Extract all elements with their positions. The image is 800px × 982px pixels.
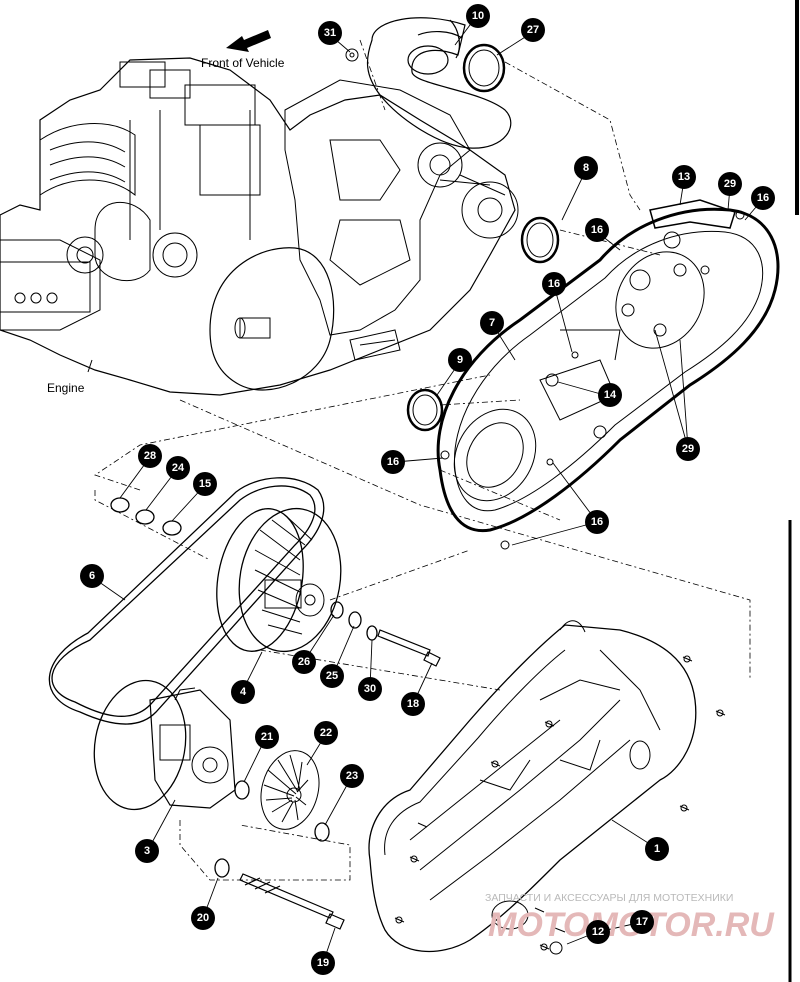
front-of-vehicle-label: Front of Vehicle: [201, 56, 285, 70]
svg-text:24: 24: [172, 462, 185, 474]
svg-text:10: 10: [472, 10, 484, 22]
watermark-caption: ЗАПЧАСТИ И АКСЕССУАРЫ ДЛЯ МОТОТЕХНИКИ: [485, 892, 733, 904]
svg-text:29: 29: [682, 443, 694, 455]
callout-8[interactable]: 8: [574, 156, 598, 180]
callout-16-left[interactable]: 16: [381, 450, 405, 474]
callout-16-upper[interactable]: 16: [585, 218, 609, 242]
callout-9[interactable]: 9: [448, 348, 472, 372]
inner-cvt-cover: [436, 199, 780, 550]
leader-lines: [91, 16, 763, 964]
svg-text:23: 23: [346, 770, 358, 782]
callout-6[interactable]: 6: [80, 564, 104, 588]
callout-29-top[interactable]: 29: [718, 172, 742, 196]
watermark: ЗАПЧАСТИ И АКСЕССУАРЫ ДЛЯ МОТОТЕХНИКИ MO…: [485, 892, 775, 944]
svg-text:8: 8: [583, 162, 589, 174]
svg-text:31: 31: [324, 27, 336, 39]
callout-16-mid[interactable]: 16: [542, 272, 566, 296]
callout-13[interactable]: 13: [672, 165, 696, 189]
callout-12[interactable]: 12: [586, 920, 610, 944]
svg-text:21: 21: [261, 731, 273, 743]
callout-1[interactable]: 1: [645, 837, 669, 861]
svg-text:17: 17: [636, 916, 648, 928]
svg-text:25: 25: [326, 670, 338, 682]
callout-18[interactable]: 18: [401, 692, 425, 716]
svg-text:3: 3: [144, 845, 150, 857]
long-bolts: [239, 629, 441, 930]
frame-edge: [788, 0, 799, 982]
callout-26[interactable]: 26: [292, 650, 316, 674]
intake-boot: [366, 17, 512, 149]
svg-text:12: 12: [592, 926, 604, 938]
callout-7[interactable]: 7: [480, 311, 504, 335]
svg-text:18: 18: [407, 698, 419, 710]
callout-21[interactable]: 21: [255, 725, 279, 749]
callout-15[interactable]: 15: [193, 472, 217, 496]
callout-27[interactable]: 27: [521, 18, 545, 42]
svg-text:7: 7: [489, 317, 495, 329]
callout-16-bottom[interactable]: 16: [585, 510, 609, 534]
callout-10[interactable]: 10: [466, 4, 490, 28]
svg-text:15: 15: [199, 478, 211, 490]
drive-belt: [48, 477, 325, 725]
callout-30[interactable]: 30: [358, 677, 382, 701]
svg-text:6: 6: [89, 570, 95, 582]
callout-3[interactable]: 3: [135, 839, 159, 863]
outer-cvt-cover: [368, 620, 697, 953]
svg-text:22: 22: [320, 727, 332, 739]
callout-23[interactable]: 23: [340, 764, 364, 788]
svg-text:29: 29: [724, 178, 736, 190]
seal-ring-upper: [520, 216, 560, 264]
callout-31[interactable]: 31: [318, 21, 342, 45]
svg-text:20: 20: [197, 912, 209, 924]
svg-text:13: 13: [678, 171, 690, 183]
drive-pulley: [93, 679, 236, 811]
small-screw: [345, 48, 359, 62]
front-of-vehicle-indicator: Front of Vehicle: [201, 30, 285, 70]
svg-text:19: 19: [317, 957, 329, 969]
callout-24[interactable]: 24: [166, 456, 190, 480]
svg-text:27: 27: [527, 24, 539, 36]
svg-text:4: 4: [240, 686, 247, 698]
svg-text:26: 26: [298, 656, 310, 668]
svg-text:9: 9: [457, 354, 463, 366]
callout-28[interactable]: 28: [138, 444, 162, 468]
driven-pulley: [216, 507, 342, 653]
callout-14[interactable]: 14: [598, 383, 622, 407]
callout-19[interactable]: 19: [311, 951, 335, 975]
cooling-fan: [260, 750, 320, 830]
callout-20[interactable]: 20: [191, 906, 215, 930]
svg-text:16: 16: [387, 456, 399, 468]
svg-text:16: 16: [591, 224, 603, 236]
engine-label: Engine: [47, 381, 85, 395]
seal-ring-lower: [406, 388, 444, 432]
callouts: 31 10 27 8 13 29 16 16 16 7 9 14 29 16 1…: [80, 4, 775, 975]
svg-text:16: 16: [757, 192, 769, 204]
svg-text:28: 28: [144, 450, 156, 462]
front-arrow-icon: [226, 30, 271, 52]
callout-4[interactable]: 4: [231, 680, 255, 704]
svg-text:30: 30: [364, 683, 376, 695]
callout-29-lower[interactable]: 29: [676, 437, 700, 461]
clamp-ring: [462, 43, 506, 93]
callout-22[interactable]: 22: [314, 721, 338, 745]
svg-text:16: 16: [548, 278, 560, 290]
engine-illustration: [0, 57, 519, 396]
callout-25[interactable]: 25: [320, 664, 344, 688]
callout-16-top-right[interactable]: 16: [751, 186, 775, 210]
svg-text:16: 16: [591, 516, 603, 528]
cover-screws: [394, 655, 726, 955]
callout-17[interactable]: 17: [630, 910, 654, 934]
svg-text:14: 14: [604, 389, 617, 401]
svg-text:1: 1: [654, 843, 660, 855]
